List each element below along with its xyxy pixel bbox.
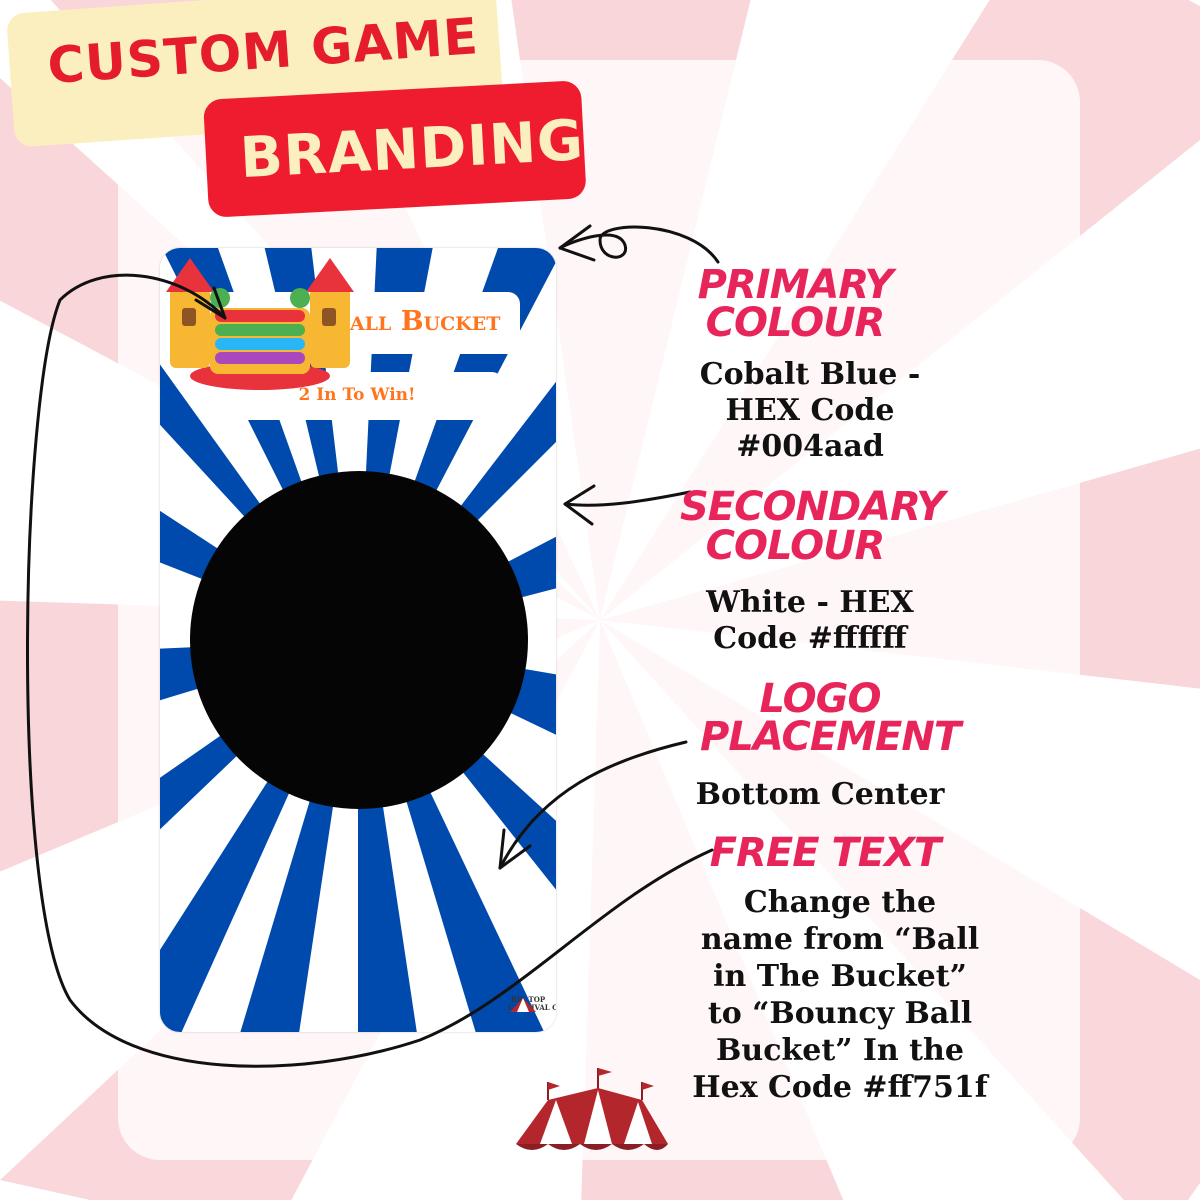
secondary-heading-line1: SECONDARY xyxy=(680,484,945,530)
free-text-desc-line6: Hex Code #ff751f xyxy=(692,1070,988,1105)
header-line2: BRANDING xyxy=(238,108,586,192)
board-logo: BIG TOP CARNIVAL CO. xyxy=(508,996,556,1012)
bounce-house-icon xyxy=(166,258,354,390)
secondary-desc-line2: Code #ffffff xyxy=(713,621,907,656)
logo-heading-line1: LOGO xyxy=(759,676,882,722)
primary-desc-line1: Cobalt Blue - xyxy=(699,357,921,392)
free-text-desc-line3: in The Bucket” xyxy=(713,959,967,994)
circus-tent-icon xyxy=(516,1068,668,1150)
free-text-desc-line1: Change the xyxy=(743,885,937,920)
free-text-desc-line4: to “Bouncy Ball xyxy=(707,996,973,1031)
free-text-heading: FREE TEXT xyxy=(709,830,941,876)
header-line1: CUSTOM GAME xyxy=(45,7,481,96)
logo-desc-line1: Bottom Center xyxy=(695,777,945,812)
secondary-desc-line1: White - HEX xyxy=(706,585,914,620)
logo-heading-line2: PLACEMENT xyxy=(700,714,961,760)
primary-heading-line1: PRIMARY xyxy=(697,262,894,308)
game-board: Bouncy Ball Bucket 2 In To Win! BIG TOP … xyxy=(160,248,556,1032)
bucket-hole xyxy=(190,471,528,809)
primary-desc-line3: #004aad xyxy=(736,429,884,464)
mini-tent-icon xyxy=(510,998,536,1012)
primary-heading-line2: COLOUR xyxy=(705,300,886,346)
primary-desc-line2: HEX Code xyxy=(725,393,895,428)
free-text-desc-line5: Bucket” In the xyxy=(716,1033,964,1068)
free-text-desc-line2: name from “Ball xyxy=(700,922,980,957)
branding-tag: BRANDING xyxy=(203,80,587,218)
secondary-heading-line2: COLOUR xyxy=(705,523,886,569)
